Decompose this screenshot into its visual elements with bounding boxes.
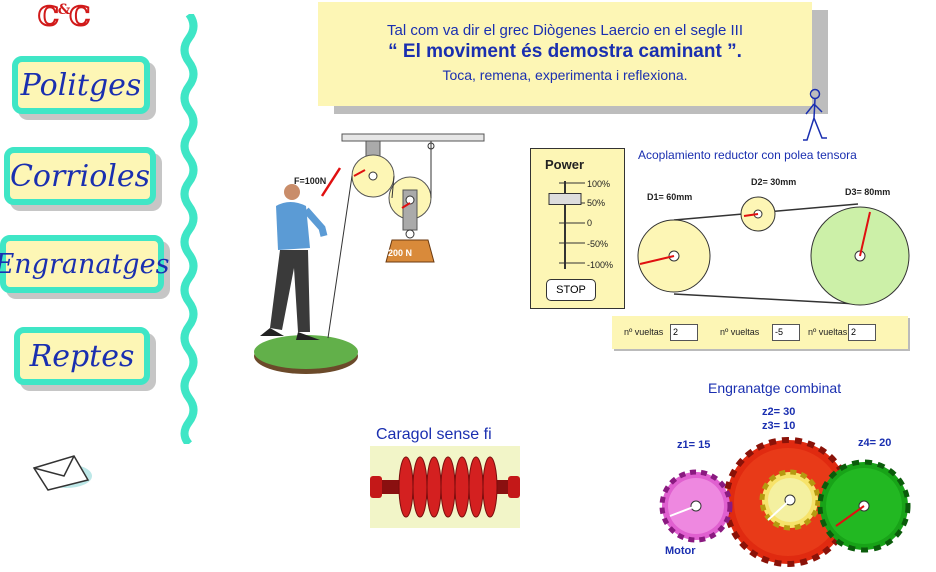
turns-input-1[interactable]: 2 xyxy=(670,324,698,341)
power-tick: 50% xyxy=(587,198,606,208)
quote-line-3: Toca, remena, experimenta i reflexiona. xyxy=(442,67,688,83)
nav-label: Politges xyxy=(20,67,142,103)
nav-label: Corrioles xyxy=(9,158,151,194)
logo-letter-left: C xyxy=(37,1,60,33)
nav-label: Reptes xyxy=(29,338,135,374)
pulley-scene[interactable]: F=100N 200 N xyxy=(250,128,490,380)
turns-input-3[interactable]: 2 xyxy=(848,324,876,341)
power-tick: -100% xyxy=(587,260,614,270)
belt-d2-label: D2= 30mm xyxy=(751,177,797,187)
nav-button-reptes[interactable]: Reptes xyxy=(14,327,150,385)
power-tick: 100% xyxy=(587,179,611,189)
weight-label: 200 N xyxy=(388,248,413,258)
power-panel: Power 100% 50% 0 -50% -100% STOP xyxy=(530,148,625,309)
worm-title: Caragol sense fi xyxy=(376,426,492,443)
belt-d1-label: D1= 60mm xyxy=(647,192,693,202)
turns-panel: nº vueltas 2 nº vueltas -5 nº vueltas 2 xyxy=(612,316,908,349)
nav-label: Engranatges xyxy=(0,248,170,280)
turns-label: nº vueltas xyxy=(624,327,664,337)
gears-title: Engranatge combinat xyxy=(708,380,842,396)
pulley-illustration xyxy=(254,133,485,374)
belt-title: Acoplamiento reductor con polea tensora xyxy=(638,148,857,162)
quote-line-2: “ El moviment és demostra caminant ”. xyxy=(388,41,742,62)
gear-z1-label: z1= 15 xyxy=(677,439,711,451)
logo-letter-right: C xyxy=(68,1,91,33)
nav-button-politges[interactable]: Politges xyxy=(12,56,150,114)
turns-label: nº vueltas xyxy=(808,327,848,337)
power-tick: 0 xyxy=(587,218,593,228)
quote-line-1: Tal com va dir el grec Diògenes Laercio … xyxy=(386,22,743,39)
combined-gears[interactable] xyxy=(656,430,926,572)
envelope-icon[interactable] xyxy=(30,452,94,492)
power-tick: -50% xyxy=(587,239,609,249)
motor-label: Motor xyxy=(665,545,696,557)
wavy-divider xyxy=(180,14,198,444)
logo: C&C xyxy=(37,1,91,33)
turns-label: nº vueltas xyxy=(720,327,760,337)
gear-z4-label: z4= 20 xyxy=(858,437,892,449)
power-slider-thumb[interactable] xyxy=(548,193,582,205)
worm-gear[interactable] xyxy=(370,446,520,528)
turns-input-2[interactable]: -5 xyxy=(772,324,800,341)
nav-button-engranatges[interactable]: Engranatges xyxy=(0,235,169,293)
quote-box: Tal com va dir el grec Diògenes Laercio … xyxy=(318,2,812,106)
belt-drive[interactable] xyxy=(636,196,916,306)
logo-ampersand: & xyxy=(57,2,71,18)
nav-button-corrioles[interactable]: Corrioles xyxy=(4,147,156,205)
stop-button[interactable]: STOP xyxy=(546,279,596,301)
gear-z2-label: z2= 30 xyxy=(762,406,796,418)
belt-d3-label: D3= 80mm xyxy=(845,187,891,197)
power-title: Power xyxy=(545,157,585,172)
power-slider[interactable] xyxy=(545,177,585,273)
gear-z3-label: z3= 10 xyxy=(762,420,796,432)
force-label: F=100N xyxy=(294,176,327,186)
walking-man-icon[interactable] xyxy=(802,88,828,144)
